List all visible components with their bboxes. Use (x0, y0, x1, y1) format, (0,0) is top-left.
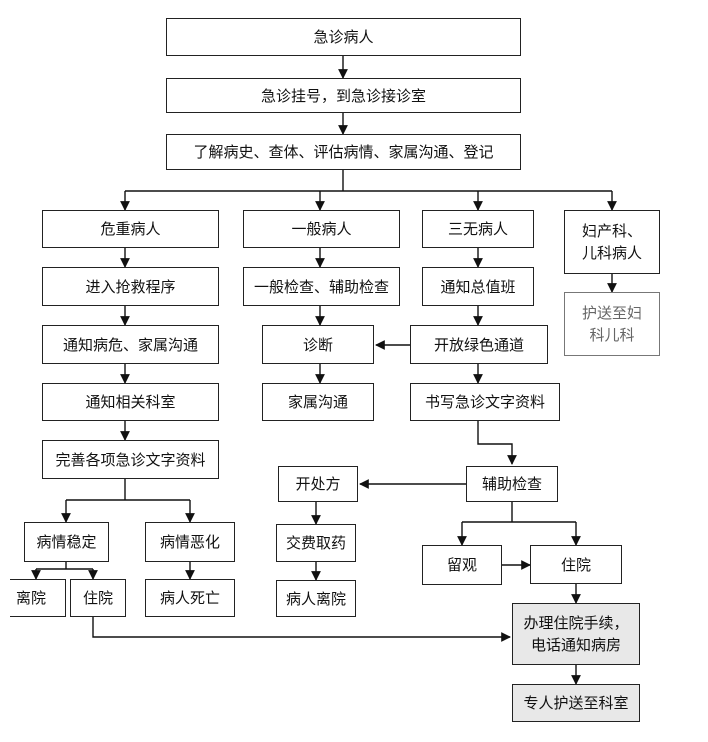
node-worsening: 病情恶化 (145, 522, 235, 562)
node-emergency-patient: 急诊病人 (166, 18, 521, 56)
node-obgyn-peds: 妇产科、儿科病人 (564, 210, 660, 274)
node-aux-exam: 辅助检查 (466, 466, 558, 502)
node-hospitalization: 住院 (530, 545, 622, 584)
node-family-comm: 家属沟通 (262, 383, 374, 421)
node-discharge: 离院 (10, 579, 66, 617)
node-critical: 危重病人 (42, 210, 219, 248)
node-complete-records: 完善各项急诊文字资料 (42, 440, 219, 479)
node-write-records: 书写急诊文字资料 (410, 383, 560, 421)
node-hospitalize-b: 住院 (70, 579, 126, 617)
node-notify-critical: 通知病危、家属沟通 (42, 325, 219, 364)
node-escort: 专人护送至科室 (512, 684, 640, 722)
node-general: 一般病人 (243, 210, 400, 248)
node-green-channel: 开放绿色通道 (410, 325, 548, 364)
node-transfer-obgyn: 护送至妇科儿科 (564, 292, 660, 356)
node-general-exam: 一般检查、辅助检查 (243, 267, 400, 306)
node-assessment: 了解病史、查体、评估病情、家属沟通、登记 (166, 134, 521, 170)
arrow-hospitalize-to-admission (92, 617, 511, 642)
node-notify-duty: 通知总值班 (422, 267, 534, 306)
node-pay-medicine: 交费取药 (276, 524, 356, 562)
node-rescue: 进入抢救程序 (42, 267, 219, 306)
node-patient-leaves: 病人离院 (276, 580, 356, 617)
node-registration: 急诊挂号，到急诊接诊室 (166, 78, 521, 113)
node-notify-dept: 通知相关科室 (42, 383, 219, 421)
node-observation: 留观 (422, 545, 502, 585)
node-stable: 病情稳定 (24, 522, 109, 562)
arrow-records-to-aux (477, 421, 517, 465)
node-death: 病人死亡 (145, 579, 235, 617)
node-admission: 办理住院手续，电话通知病房 (512, 603, 640, 665)
node-three-no: 三无病人 (422, 210, 534, 248)
node-prescribe: 开处方 (278, 466, 358, 502)
node-diagnosis: 诊断 (262, 325, 374, 364)
